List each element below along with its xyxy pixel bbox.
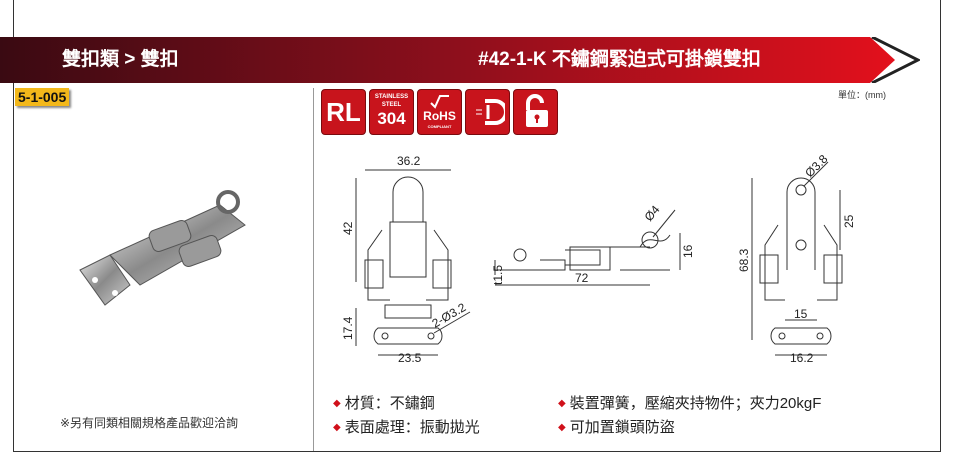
dim-front-height: 42 bbox=[341, 221, 355, 235]
dim-thickness: t1.5 bbox=[491, 265, 505, 285]
frame-right bbox=[940, 0, 941, 452]
dim-rear-base: 16.2 bbox=[790, 351, 814, 365]
feature-icons: RL STAINLESS STEEL 304 RoHS COMPLIANT bbox=[321, 89, 558, 135]
checkmark-root-icon bbox=[429, 95, 449, 109]
unit-label: 單位：(mm) bbox=[838, 90, 886, 100]
dim-side-length: 72 bbox=[575, 271, 589, 285]
product-title: #42-1-K 不鏽鋼緊迫式可掛鎖雙扣 bbox=[478, 49, 761, 70]
spec-item: ◆表面處理：振動拋光 bbox=[333, 419, 480, 436]
spec-item: ◆裝置彈簧，壓縮夾持物件；夾力20kgF bbox=[558, 395, 822, 412]
product-photo bbox=[79, 190, 246, 306]
spec-item: ◆可加置鎖頭防盜 bbox=[558, 419, 675, 436]
dim-rear-hole: Ø3.8 bbox=[802, 152, 831, 181]
spec-item: ◆材質：不鏽鋼 bbox=[333, 395, 435, 412]
rl-icon: RL bbox=[321, 89, 366, 135]
rohs-icon: RoHS COMPLIANT bbox=[417, 89, 462, 135]
header-band bbox=[0, 37, 920, 83]
dim-base-width: 23.5 bbox=[398, 351, 422, 365]
breadcrumb: 雙扣類 > 雙扣 bbox=[62, 49, 179, 70]
frame-left bbox=[13, 0, 14, 452]
specs-right: ◆裝置彈簧，壓縮夾持物件；夾力20kgF ◆可加置鎖頭防盜 bbox=[558, 392, 821, 440]
dim-side-height: 16 bbox=[681, 244, 695, 258]
dim-side-hole: Ø4 bbox=[642, 202, 663, 224]
dim-rear-inner: 15 bbox=[794, 307, 808, 321]
frame-bottom bbox=[13, 451, 941, 452]
dim-rear-height: 68.3 bbox=[737, 248, 751, 272]
dim-holes: 2-Ø3.2 bbox=[430, 300, 469, 331]
padlock-icon bbox=[513, 89, 558, 135]
specs-left: ◆材質：不鏽鋼 ◆表面處理：振動拋光 bbox=[333, 392, 480, 440]
dim-front-width: 36.2 bbox=[397, 154, 421, 168]
clamp-icon bbox=[465, 89, 510, 135]
dim-base-height: 17.4 bbox=[341, 316, 355, 340]
technical-drawings: 36.2 42 17.4 2-Ø3.2 23.5 Ø4 16 t1.5 72 Ø… bbox=[341, 152, 856, 365]
dim-rear-upper: 25 bbox=[842, 214, 856, 228]
divider bbox=[313, 88, 314, 451]
stainless-steel-304-icon: STAINLESS STEEL 304 bbox=[369, 89, 414, 135]
product-code-badge: 5-1-005 bbox=[15, 88, 70, 106]
footnote: ※另有同類相關規格產品歡迎洽詢 bbox=[60, 416, 239, 430]
